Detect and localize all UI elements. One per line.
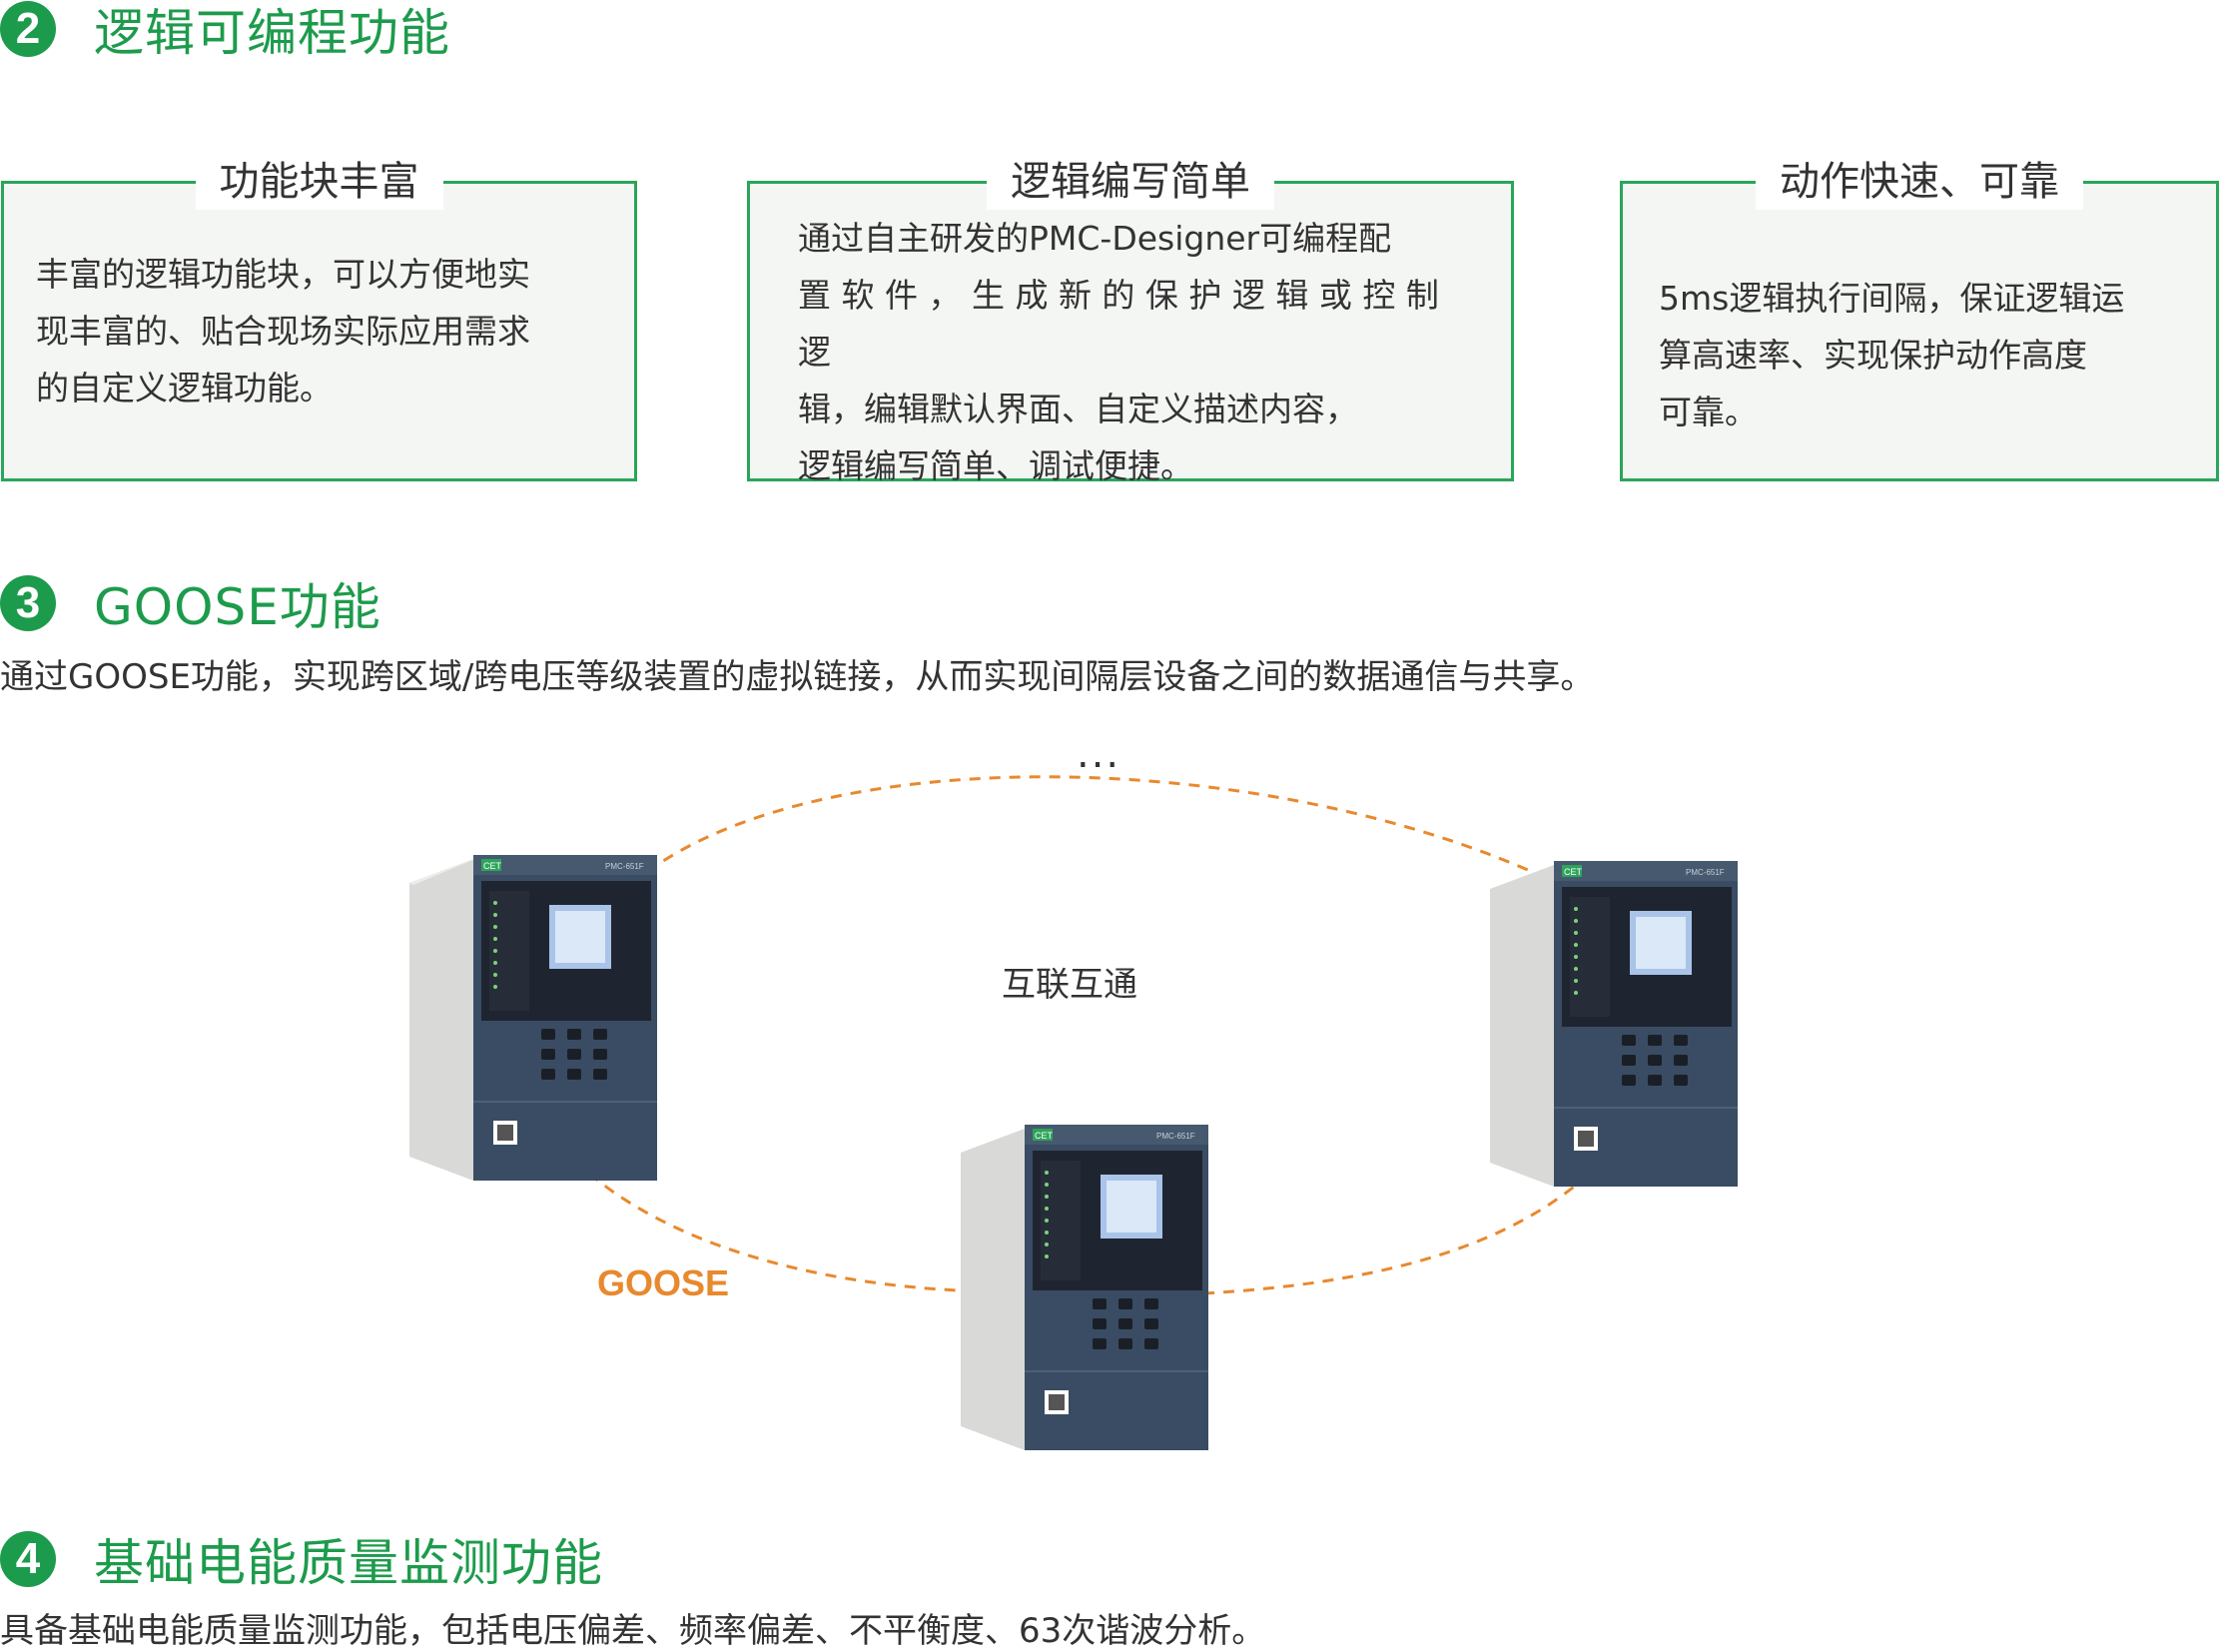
section-title: 逻辑可编程功能	[94, 4, 450, 62]
text-line: 丰富的逻辑功能块，可以方便地实	[36, 255, 530, 294]
model-label: PMC-651F	[605, 862, 644, 871]
feature-box-rich-blocks: 功能块丰富 丰富的逻辑功能块，可以方便地实 现丰富的、贴合现场实际应用需求 的自…	[1, 154, 637, 481]
text-line: 置 软 件 ， 生 成 新 的 保 护 逻 辑 或 控 制 逻	[798, 276, 1439, 372]
text-line: 通过自主研发的PMC-Designer可编程配	[798, 219, 1392, 258]
section-title: GOOSE功能	[94, 578, 381, 636]
section-4-header: 4 基础电能质量监测功能	[0, 1528, 603, 1592]
protection-relay-device-left: CET PMC-651F	[409, 851, 659, 1195]
text-line: 5ms逻辑执行间隔，保证逻辑运	[1659, 279, 2125, 318]
feature-box-title: 功能块丰富	[195, 154, 443, 210]
section-number-badge: 3	[0, 575, 56, 631]
section-number-badge: 2	[0, 1, 56, 57]
feature-box-fast-reliable: 动作快速、可靠 5ms逻辑执行间隔，保证逻辑运 算高速率、实现保护动作高度 可靠…	[1620, 154, 2219, 481]
text-line: 算高速率、实现保护动作高度	[1659, 336, 2087, 375]
interconnect-label: 互联互通	[1002, 965, 1137, 1005]
feature-box-title: 逻辑编写简单	[987, 154, 1274, 210]
section-description: 具备基础电能质量监测功能，包括电压偏差、频率偏差、不平衡度、63次谐波分析。	[0, 1611, 1266, 1651]
text-line: 辑，编辑默认界面、自定义描述内容，	[798, 390, 1358, 428]
feature-box-text: 通过自主研发的PMC-Designer可编程配 置 软 件 ， 生 成 新 的 …	[798, 210, 1475, 494]
section-number-badge: 4	[0, 1531, 56, 1587]
brand-logo: CET	[1564, 867, 1583, 877]
text-line: 逻辑编写简单、调试便捷。	[798, 446, 1193, 485]
feature-box-text: 5ms逻辑执行间隔，保证逻辑运 算高速率、实现保护动作高度 可靠。	[1659, 270, 2196, 440]
relay-device-illustration: CET PMC-651F	[1490, 861, 1738, 1187]
feature-box-text: 丰富的逻辑功能块，可以方便地实 现丰富的、贴合现场实际应用需求 的自定义逻辑功能…	[36, 246, 610, 416]
section-2-header: 2 逻辑可编程功能	[0, 0, 450, 62]
ellipsis-more-devices: ...	[1077, 731, 1121, 777]
text-line: 现丰富的、贴合现场实际应用需求	[36, 312, 530, 351]
brand-logo: CET	[1035, 1131, 1054, 1141]
protection-relay-device-center: CET PMC-651F	[961, 1121, 1210, 1464]
relay-device-illustration: CET PMC-651F	[961, 1125, 1208, 1450]
goose-label: GOOSE	[597, 1262, 730, 1303]
protection-relay-device-right: CET PMC-651F	[1490, 857, 1740, 1201]
model-label: PMC-651F	[1686, 868, 1725, 877]
feature-box-easy-logic: 逻辑编写简单 通过自主研发的PMC-Designer可编程配 置 软 件 ， 生…	[747, 154, 1514, 485]
relay-device-illustration: CET PMC-651F	[409, 855, 657, 1181]
feature-box-title: 动作快速、可靠	[1756, 154, 2083, 210]
text-line: 的自定义逻辑功能。	[36, 369, 333, 408]
model-label: PMC-651F	[1156, 1132, 1195, 1141]
section-description: 通过GOOSE功能，实现跨区域/跨电压等级装置的虚拟链接，从而实现间隔层设备之间…	[0, 657, 1595, 697]
brand-logo: CET	[483, 861, 502, 871]
section-title: 基础电能质量监测功能	[94, 1534, 603, 1592]
section-3-header: 3 GOOSE功能	[0, 572, 381, 636]
text-line: 可靠。	[1659, 393, 1758, 431]
link-top	[646, 775, 1549, 881]
